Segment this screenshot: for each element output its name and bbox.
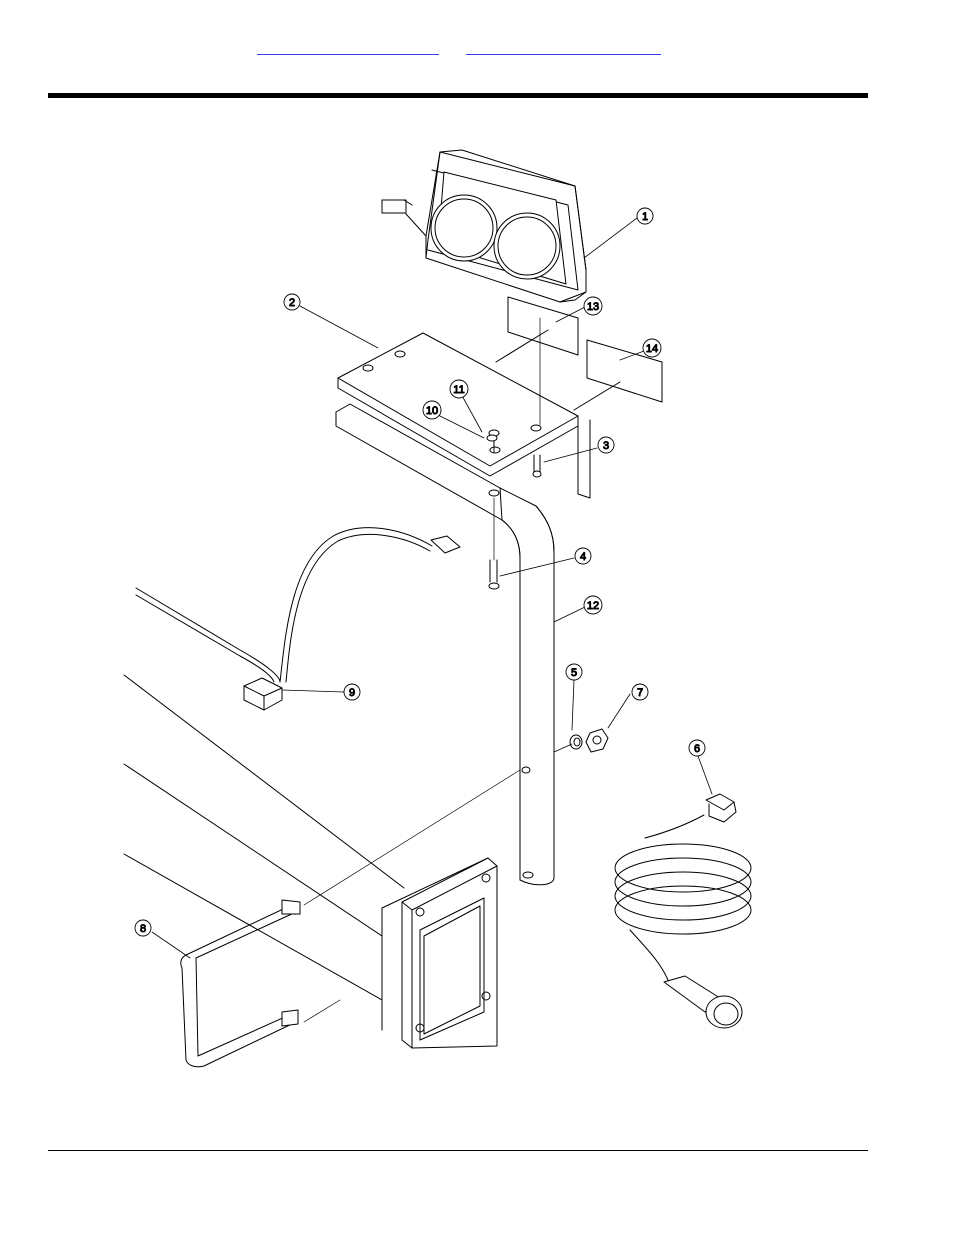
leader-lines [152,218,712,958]
svg-text:7: 7 [637,687,643,699]
draw-bar [124,675,497,1048]
upright-bar [489,488,554,885]
callout-2: 2 [284,294,300,310]
callout-13: 13 [584,297,602,315]
callout-14: 14 [643,339,661,357]
svg-text:14: 14 [646,343,658,355]
callout-7: 7 [632,684,648,700]
svg-text:11: 11 [453,384,464,396]
callout-5: 5 [566,664,582,680]
callout-6: 6 [689,740,705,756]
callout-3: 3 [598,437,614,453]
svg-text:13: 13 [587,301,599,313]
mounting-plate [336,333,590,520]
svg-text:5: 5 [571,667,577,679]
washer-5 [570,735,582,749]
svg-text:4: 4 [580,551,586,563]
svg-text:8: 8 [140,923,146,935]
callout-11: 11 [450,380,468,398]
callout-12: 12 [584,596,602,614]
decal-13 [508,297,578,355]
footer-rule [48,1150,868,1151]
svg-text:10: 10 [426,405,438,417]
plug-cable [615,794,751,1028]
svg-text:1: 1 [642,211,648,223]
callout-10: 10 [423,401,441,419]
light-housing [382,150,586,302]
screw-3 [533,455,541,477]
callout-8: 8 [135,920,151,936]
svg-text:9: 9 [349,687,355,699]
svg-text:6: 6 [694,743,700,755]
callout-4: 4 [575,548,591,564]
callout-9: 9 [344,684,360,700]
u-bolt [181,900,300,1067]
wiring-harness [136,528,460,710]
svg-text:3: 3 [603,440,609,452]
svg-text:12: 12 [587,600,599,612]
nut-7 [586,729,608,752]
bolt-4 [489,498,499,589]
callout-1: 1 [637,208,653,224]
svg-text:2: 2 [289,297,295,309]
